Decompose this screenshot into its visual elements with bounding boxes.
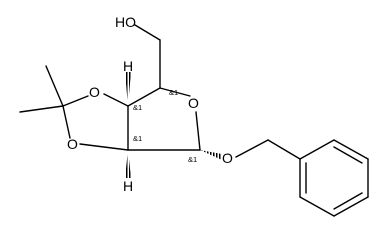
furanose-ring <box>127 87 201 151</box>
bond-o-c4 <box>159 87 191 97</box>
hydroxyl-label: HO <box>115 14 136 30</box>
bond-c3-o <box>103 93 129 107</box>
bond-c5-oh <box>134 24 161 41</box>
stereo-label-c4: &1 <box>169 88 178 97</box>
dioxolane-ring <box>19 65 129 151</box>
stereo-label-c2: &1 <box>133 134 142 143</box>
hashed-bond-upper-h <box>125 72 131 106</box>
hydrogen-upper-label: H <box>123 58 133 74</box>
hydroxymethyl <box>134 24 161 89</box>
bond-o-c2 <box>79 143 129 151</box>
ring-bond-1 <box>299 139 335 160</box>
ring-bond-5 <box>299 196 335 217</box>
ring-double-2 <box>333 192 363 210</box>
stereo-label-c1: &1 <box>188 155 197 164</box>
glycosidic-oxygen-label: O <box>222 150 233 166</box>
hashed-bond-c1-o <box>200 150 222 160</box>
bond-cq-o <box>62 105 71 139</box>
bond-c1-o <box>195 111 201 151</box>
dioxolane-oxygen-lower-label: O <box>67 136 78 152</box>
bond-ch2-ph <box>267 139 301 160</box>
bond-o-cq <box>62 95 89 107</box>
ring-bond-2 <box>333 139 369 160</box>
hashed-bond-lower-h <box>125 150 131 178</box>
stereo-label-c3: &1 <box>133 103 142 112</box>
ring-bond-4 <box>333 196 369 217</box>
hydrogen-lower-label: H <box>123 178 133 194</box>
bond-c4-c3 <box>127 87 161 107</box>
ring-oxygen-label: O <box>188 95 199 111</box>
bond-o-ch2 <box>235 139 269 158</box>
ring-double-1 <box>333 146 363 164</box>
bond-methyl-2 <box>19 105 64 113</box>
dioxolane-oxygen-upper-label: O <box>89 84 100 100</box>
bond-methyl-1 <box>45 65 64 107</box>
benzyloxy-group <box>200 139 369 217</box>
